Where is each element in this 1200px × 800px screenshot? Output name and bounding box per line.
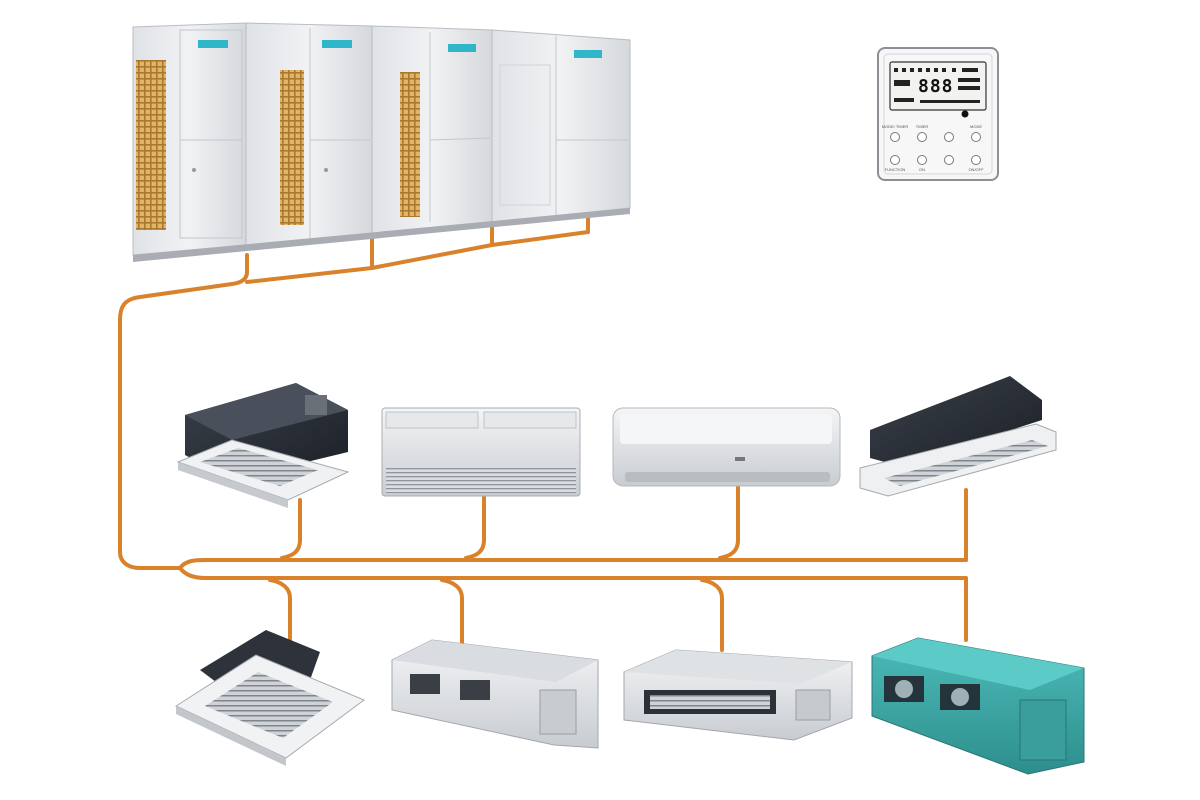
branch-lower-3	[700, 578, 724, 652]
controller-button	[917, 132, 927, 142]
controller-button-label: ON/OFF	[968, 167, 984, 172]
branch-lower-1	[268, 578, 292, 642]
main-riser-pipe	[118, 318, 182, 570]
controller-button	[971, 132, 981, 142]
wired-controller-icon: 888 MODE/ TIMER TIMER MODE FUNCTION ON ON/OFF	[877, 47, 999, 181]
outdoor-module-2	[245, 22, 373, 246]
branch-lower-2	[440, 578, 464, 645]
high-static-duct-unit-icon	[391, 639, 599, 749]
outdoor-module-3	[371, 25, 493, 239]
wall-mounted-split-icon	[612, 407, 841, 487]
controller-display-digits: 888	[918, 76, 954, 97]
controller-button-label: FUNCTION	[885, 167, 906, 172]
controller-indicator-dot	[961, 110, 969, 118]
controller-button-label: ON	[919, 167, 925, 172]
controller-button	[917, 155, 927, 165]
controller-button	[890, 132, 900, 142]
outdoor-drop-1	[118, 253, 249, 322]
compact-cassette-unit-icon	[176, 383, 350, 508]
controller-buttons: MODE/ TIMER TIMER MODE FUNCTION ON ON/OFF	[882, 124, 984, 172]
branch-upper-2	[464, 495, 486, 560]
refrigerant-piping	[118, 210, 968, 652]
four-way-cassette-unit-icon	[174, 630, 366, 766]
branch-upper-3	[718, 484, 740, 560]
outdoor-module-1	[132, 22, 247, 256]
controller-button	[944, 132, 954, 142]
outdoor-collector-pipe	[245, 230, 590, 284]
controller-button-label: MODE	[970, 124, 982, 129]
branch-upper-1	[280, 498, 302, 560]
controller-button-label: TIMER	[916, 124, 929, 129]
teal-duct-unit-icon	[871, 637, 1085, 775]
controller-button-label: MODE/ TIMER	[882, 124, 909, 129]
ceiling-floor-unit-icon	[381, 407, 581, 497]
upper-header-pipe	[178, 558, 968, 570]
one-way-cassette-unit-icon	[859, 376, 1057, 497]
outdoor-vrf-unit-icon	[132, 22, 631, 262]
controller-button	[971, 155, 981, 165]
lower-header-pipe	[178, 566, 968, 642]
slim-duct-unit-icon	[623, 649, 853, 741]
controller-button	[944, 155, 954, 165]
outdoor-module-4	[491, 29, 631, 223]
controller-button	[890, 155, 900, 165]
